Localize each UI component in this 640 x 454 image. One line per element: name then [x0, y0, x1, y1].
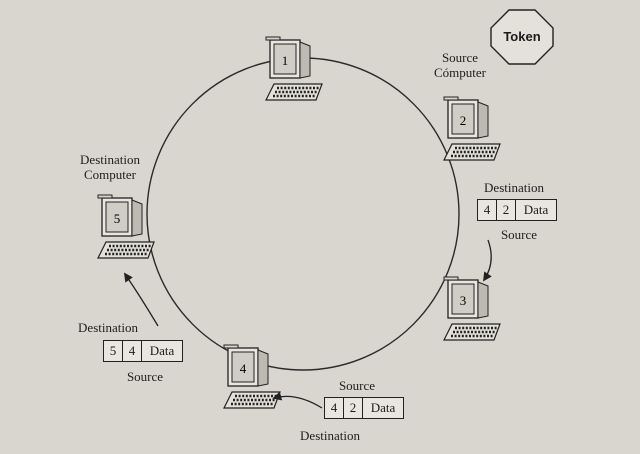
source-computer-label: Source Cómputer: [434, 50, 486, 80]
computer-4-number: 4: [240, 361, 247, 376]
frame-bottom-field-data: Data: [370, 400, 396, 415]
frame-bottom-packet: 4 2 Data: [324, 397, 404, 419]
computer-1: [264, 35, 324, 102]
token-label: Token: [503, 29, 541, 44]
token-shape: [490, 9, 554, 65]
frame-bottom-bottom-label: Destination: [300, 428, 360, 443]
computer-3-number: 3: [460, 293, 467, 308]
computer-2-number: 2: [460, 113, 467, 128]
arrow-to-computer-3: [482, 239, 492, 282]
computer-5: [96, 193, 156, 260]
frame-right-field-2: 2: [497, 200, 516, 220]
arrow-to-computer-4: [272, 391, 323, 409]
frame-left-field-1: 5: [104, 341, 123, 361]
frame-bottom-top-label: Source: [338, 378, 376, 393]
frame-left-field-data: Data: [149, 343, 175, 358]
frame-bottom-field-1: 4: [325, 398, 344, 418]
computer-4: [222, 343, 282, 410]
frame-left-packet: 5 4 Data: [103, 340, 183, 362]
frame-right-field-1: 4: [478, 200, 497, 220]
frame-right-top-label: Destination: [484, 180, 544, 195]
frame-left-field-2: 4: [123, 341, 142, 361]
frame-right-packet: 4 2 Data: [477, 199, 557, 221]
computer-3: [442, 275, 502, 342]
frame-left-bottom-label: Source: [126, 369, 164, 384]
frame-right-bottom-label: Source: [500, 227, 538, 242]
computer-2: [442, 95, 502, 162]
computer-1-number: 1: [282, 53, 289, 68]
ring-cable: [146, 57, 460, 371]
computer-5-number: 5: [114, 211, 121, 226]
frame-left-top-label: Destination: [78, 320, 138, 335]
destination-computer-label: Destination Computer: [80, 152, 140, 182]
arrow-to-computer-5: [123, 272, 159, 327]
frame-bottom-field-2: 2: [344, 398, 363, 418]
frame-right-field-data: Data: [523, 202, 549, 217]
